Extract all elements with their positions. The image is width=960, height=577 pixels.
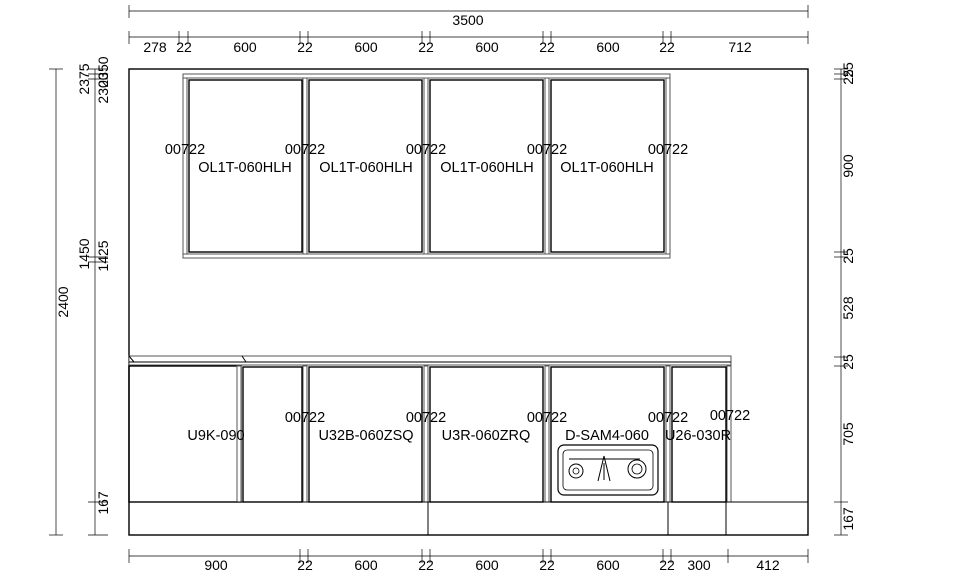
top-dim-4: 600 [354,39,378,55]
wall-cabinet-1 [188,79,303,253]
wall-panel-code-5: 00722 [648,142,688,158]
base-cabinet-code-3: U3R-060ZRQ [442,428,531,444]
right-dim-4: 528 [840,296,856,320]
left-level-167: 167 [95,491,111,515]
right-dim-6: 705 [840,422,856,446]
bottom-dim-6: 600 [596,557,620,573]
bottom-dim-4: 600 [475,557,499,573]
wall-end-panel-left [182,73,188,259]
base-panel-code-5: 00722 [710,408,750,424]
top-dim-8: 600 [596,39,620,55]
base-cabinet-code-1: U9K-090 [187,428,244,444]
bottom-dim-7: 22 [659,557,675,573]
top-overall-dimension: 3500 [128,5,809,28]
top-dim-7: 22 [539,39,555,55]
right-dim-2: 900 [840,154,856,178]
wall-cabinet-row: 00722 00722 00722 00722 00722 OL1T-060HL… [165,73,688,259]
wall-cabinet-2 [308,79,423,253]
wall-cabinet-3 [429,79,544,253]
base-panel-code-4: 00722 [648,410,688,426]
left-level-2300: 2300 [95,72,111,103]
wall-bottom-band [182,253,671,259]
right-dim-1: 25 [840,69,856,85]
wall-cabinet-code-3: OL1T-060HLH [440,160,534,176]
bottom-dim-2: 600 [354,557,378,573]
top-dim-3: 22 [297,39,313,55]
left-level-2350: 2350 [95,56,111,87]
left-level-1450: 1450 [76,238,92,269]
left-total-dim: 2400 [55,286,71,317]
wall-outline [128,68,809,536]
top-dim-10: 712 [728,39,752,55]
base-panel-2 [423,365,429,503]
wall-cabinet-4 [550,79,665,253]
wall-divider-panel-3 [544,73,550,259]
wall-panel-code-4: 00722 [527,142,567,158]
top-dim-1: 22 [176,39,192,55]
wall-cabinet-code-1: OL1T-060HLH [198,160,292,176]
top-dim-9: 22 [659,39,675,55]
right-dim-0: 25 [840,62,856,78]
base-panel-3 [544,365,550,503]
top-dim-0: 278 [143,39,167,55]
bottom-dim-0: 900 [204,557,228,573]
bottom-dim-8: 300 [687,557,711,573]
wall-panel-code-3: 00722 [406,142,446,158]
wall-divider-panel-1 [302,73,308,259]
left-level-1425: 1425 [95,240,111,271]
wall-panel-code-2: 00722 [285,142,325,158]
oven-appliance [557,444,659,496]
base-cabinet-row: U9K-090 00722 00722 00722 00722 00722 U3… [128,365,750,503]
plinth [129,501,808,535]
top-dim-2: 600 [233,39,257,55]
wall-end-panel-right [665,73,671,259]
base-cabinet-code-4: D-SAM4-060 [565,428,649,444]
wall-top-band [182,73,671,79]
oven-knob-left-icon [568,463,584,479]
left-dimensions: 2400 2375 2350 2300 1450 1425 167 [49,56,111,536]
countertop [128,355,732,366]
wall-panel-code-1: 00722 [165,142,205,158]
right-dim-7: 167 [840,507,856,531]
wall-cabinet-code-4: OL1T-060HLH [560,160,654,176]
right-dimensions: 25 25 900 25 528 25 705 167 [834,62,856,536]
bottom-dim-1: 22 [297,557,313,573]
oven-knob-right-icon [627,459,647,479]
top-total-dim: 3500 [452,12,483,28]
right-dim-5: 25 [840,354,856,370]
top-dim-6: 600 [475,39,499,55]
bottom-dim-3: 22 [418,557,434,573]
base-cabinet-front-1 [242,366,303,503]
base-cabinet-code-2: U32B-060ZSQ [318,428,413,444]
wall-cabinet-code-2: OL1T-060HLH [319,160,413,176]
top-dim-5: 22 [418,39,434,55]
bottom-segment-dimensions: 900 22 600 22 600 22 600 22 300 412 [128,549,809,573]
left-level-2375: 2375 [76,63,92,94]
wall-divider-panel-2 [423,73,429,259]
top-segment-dimensions: 278 22 600 22 600 22 600 22 600 22 712 [128,31,809,55]
bottom-dim-5: 22 [539,557,555,573]
base-panel-code-1: 00722 [285,410,325,426]
right-dim-3: 25 [840,248,856,264]
base-panel-code-2: 00722 [406,410,446,426]
base-cabinet-code-5: U26-030R [665,428,731,444]
bottom-dim-9: 412 [756,557,780,573]
base-panel-code-3: 00722 [527,410,567,426]
base-panel-1 [302,365,308,503]
